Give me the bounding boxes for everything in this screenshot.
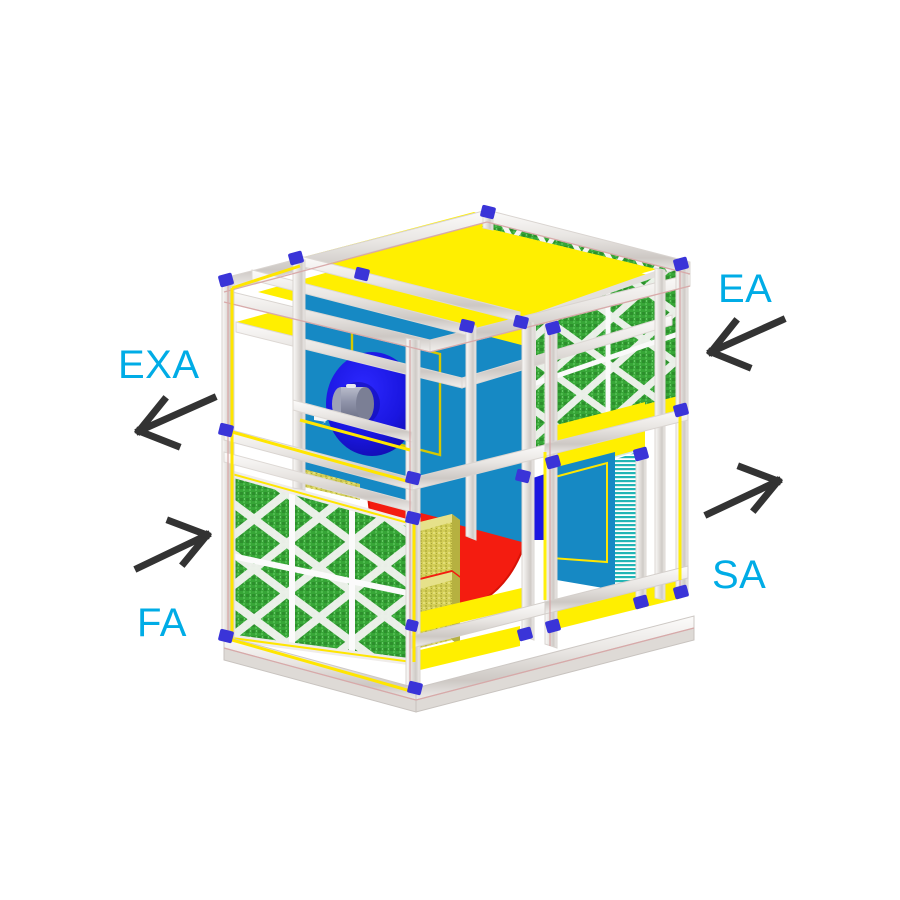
frame-rail-mid-front-right bbox=[411, 443, 549, 491]
panel-teal-fan-wall-right bbox=[448, 326, 533, 545]
insulation-block-upper-side bbox=[452, 514, 460, 576]
flow-label-fa: FA bbox=[137, 601, 187, 645]
flow-label-ea: EA bbox=[718, 267, 772, 311]
frame-post-back-right-inner bbox=[654, 267, 666, 601]
flow-arrow-sa-icon bbox=[703, 462, 783, 519]
flow-annotation-fa: FA bbox=[133, 516, 212, 645]
floor-panel-right bbox=[545, 578, 682, 632]
insulation-block-upper-top bbox=[412, 514, 460, 531]
frame-rail-mid-inner bbox=[292, 399, 413, 443]
frame-yellow-trim bbox=[230, 264, 416, 694]
flow-annotation-sa: SA bbox=[703, 462, 783, 597]
insulation-block-upper bbox=[412, 514, 452, 580]
insulation-block-lower-top bbox=[412, 572, 460, 589]
panel-filter-front bbox=[232, 474, 412, 662]
flow-arrow-fa-icon bbox=[133, 516, 212, 573]
frame-post-back-right bbox=[675, 261, 689, 597]
flow-annotation-ea: EA bbox=[706, 267, 787, 372]
flow-label-exa: EXA bbox=[118, 343, 200, 387]
flow-arrow-ea-icon bbox=[706, 315, 787, 372]
floor-panel-center-lower bbox=[420, 626, 520, 670]
aluminium-profile-frame bbox=[221, 209, 695, 713]
fan-sliver-right bbox=[533, 474, 545, 540]
frame-rail-top-cross-3r bbox=[461, 314, 673, 389]
heating-cooling-coil bbox=[610, 449, 640, 593]
frame-rail-bottom-inner-right bbox=[544, 565, 689, 615]
flow-arrow-exa-icon bbox=[134, 393, 218, 451]
flow-label-sa: SA bbox=[712, 553, 766, 597]
flow-annotation-exa: EXA bbox=[118, 343, 218, 451]
panel-teal-lower-right bbox=[545, 452, 615, 590]
frame-post-center-mullion bbox=[465, 323, 477, 541]
floor-panel-center bbox=[420, 586, 530, 632]
frame-yellow-trim-right bbox=[543, 408, 682, 600]
corner-connectors bbox=[218, 204, 689, 696]
